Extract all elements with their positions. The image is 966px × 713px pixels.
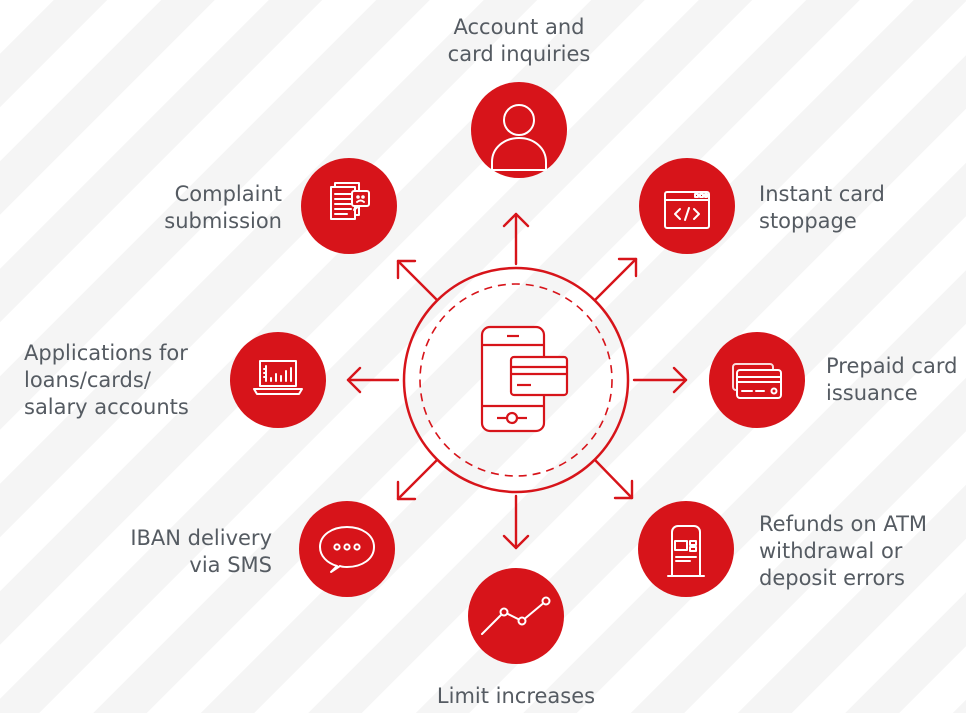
user-icon: [491, 104, 547, 171]
service-node-applications: [230, 332, 326, 428]
arrow-up-left: [396, 259, 439, 302]
chat-bubble-icon: [319, 526, 375, 573]
arrows: [346, 212, 688, 550]
arrow-up-right: [593, 257, 638, 302]
service-node-limit-increases: [468, 568, 564, 664]
service-node-atm-refunds: [638, 501, 734, 597]
service-node-prepaid-card: [709, 332, 805, 428]
arrow-right: [632, 366, 688, 394]
label-account-inquiries: Account and card inquiries: [447, 15, 591, 66]
hub: [402, 266, 630, 494]
arrow-up: [502, 212, 530, 266]
label-prepaid-card: Prepaid card issuance: [826, 354, 958, 405]
line-chart-icon: [481, 596, 551, 635]
mobile-payment-icon: [480, 325, 569, 433]
service-node-iban-sms: [299, 501, 395, 597]
arrow-down-right: [593, 458, 634, 500]
hub-dashed-ring: [419, 283, 613, 477]
service-node-complaint: [301, 158, 397, 254]
complaint-document-icon: [330, 182, 370, 220]
hub-outer-ring: [402, 266, 630, 494]
arrow-down-left: [396, 458, 439, 501]
credit-card-icon: [732, 363, 782, 399]
atm-icon: [667, 525, 705, 577]
label-complaint: Complaint submission: [164, 182, 282, 233]
label-card-stoppage: Instant card stoppage: [759, 182, 885, 233]
label-atm-refunds: Refunds on ATM withdrawal or deposit err…: [759, 512, 928, 590]
service-node-card-stoppage: [639, 158, 735, 254]
laptop-chart-icon: [253, 360, 303, 395]
label-limit-increases: Limit increases: [436, 684, 596, 708]
code-window-icon: [664, 191, 710, 229]
arrow-left: [346, 366, 400, 394]
label-applications: Applications for loans/cards/ salary acc…: [24, 341, 189, 419]
arrow-down: [502, 494, 530, 550]
label-iban-sms: IBAN delivery via SMS: [130, 526, 272, 577]
service-node-account-inquiries: [471, 82, 567, 178]
